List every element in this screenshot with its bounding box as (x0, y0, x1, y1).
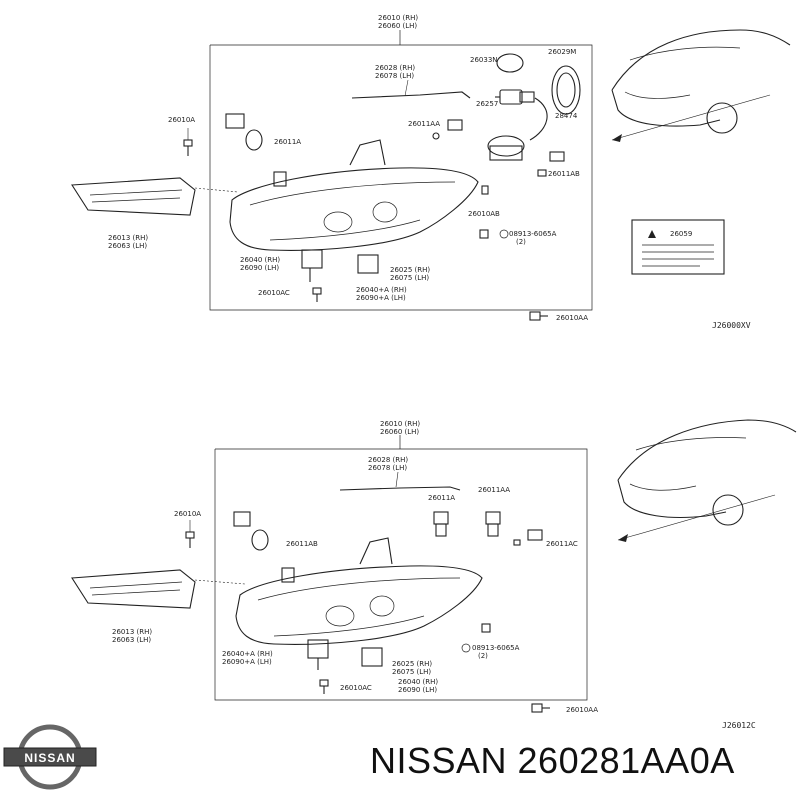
top-leader-marker (194, 187, 239, 193)
top-screw-26010a (183, 139, 193, 156)
top-car-sketch (611, 29, 791, 134)
bottom-bracket-26040 (361, 647, 383, 667)
top-label-26010aa: 26010AA (556, 314, 588, 322)
bottom-arrowhead (618, 534, 628, 542)
top-leader-26028 (404, 79, 409, 97)
bottom-side-marker-lamp (71, 569, 196, 609)
bottom-leader-marker (194, 579, 246, 585)
bottom-leader-26028 (395, 471, 399, 488)
bottom-diagram-code: J26012C (722, 721, 756, 730)
top-headlamp-housing (229, 139, 479, 251)
bottom-nut-08913 (461, 623, 491, 653)
top-diagram-code: J26000XV (712, 321, 751, 330)
part-number-title: NISSAN 260281AA0A (370, 740, 735, 781)
top-turn-bulb (225, 113, 263, 151)
top-label-26063-lh: 26063 (LH) (108, 242, 147, 250)
top-label-plate (631, 219, 725, 275)
top-dust-cover (551, 65, 581, 115)
top-bulb-wire (529, 97, 548, 141)
bottom-label-26011ab: 26011AB (286, 540, 318, 548)
top-label-26013-rh: 26013 (RH) (108, 234, 148, 242)
bottom-wire-strip (339, 486, 461, 491)
top-bracket-26040 (301, 249, 323, 282)
bottom-connector-26011ac (513, 529, 543, 546)
bottom-label-26028-rh: 26028 (RH) (368, 456, 408, 464)
top-frame (209, 44, 593, 311)
top-side-marker-lamp (71, 177, 196, 216)
top-arrowhead (612, 134, 622, 142)
bottom-label-26011a: 26011A (428, 494, 455, 502)
bottom-screw-26010ac (319, 679, 329, 694)
top-label-26078-lh: 26078 (LH) (375, 72, 414, 80)
top-label-26040-rh: 26040 (RH) (240, 256, 280, 264)
top-small-connector-ab (537, 151, 565, 177)
bottom-label-26010ac: 26010AC (340, 684, 372, 692)
bottom-frame (214, 448, 588, 701)
bottom-label-26090-lh: 26090 (LH) (398, 686, 437, 694)
bottom-label-26011aa: 26011AA (478, 486, 510, 494)
top-label-26011ab: 26011AB (548, 170, 580, 178)
top-label-26033n: 26033N (470, 56, 498, 64)
top-label-26059: 26059 (670, 230, 692, 238)
top-ballast-connector (487, 135, 525, 161)
bottom-pointer-arrow (617, 494, 776, 541)
top-nut-08913 (479, 229, 509, 239)
top-label-26090a-lh: 26090+A (LH) (356, 294, 406, 302)
bottom-label-26078-lh: 26078 (LH) (368, 464, 407, 472)
bottom-screw-26010a (185, 531, 195, 548)
nissan-logo: NISSAN (3, 724, 97, 790)
bottom-label-26060-lh: 26060 (LH) (380, 428, 419, 436)
top-label-26040a-rh: 26040+A (RH) (356, 286, 407, 294)
bottom-car-sketch (617, 419, 797, 526)
bottom-label-26011ac: 26011AC (546, 540, 578, 548)
top-label-26060-lh: 26060 (LH) (378, 22, 417, 30)
top-label-26010a: 26010A (168, 116, 195, 124)
bottom-turn-bulb (233, 511, 269, 551)
bottom-label-26010-rh: 26010 (RH) (380, 420, 420, 428)
top-label-26090-lh: 26090 (LH) (240, 264, 279, 272)
bottom-headlamp-housing (235, 537, 483, 645)
top-wire-strip (351, 91, 471, 99)
top-label-26025-rh: 26025 (RH) (390, 266, 430, 274)
top-label-26257: 26257 (476, 100, 498, 108)
bottom-label-26010aa: 26010AA (566, 706, 598, 714)
top-label-26029m: 26029M (548, 48, 576, 56)
bottom-bulb-26011a (433, 511, 449, 537)
top-label-nut-qty: (2) (516, 238, 526, 246)
bottom-label-26075-lh: 26075 (LH) (392, 668, 431, 676)
top-bracket-26040a (357, 254, 379, 274)
top-screw-26010aa (529, 311, 548, 321)
bottom-label-nut-08913: 08913-6065A (472, 644, 520, 652)
bottom-label-26010a: 26010A (174, 510, 201, 518)
top-label-26011aa: 26011AA (408, 120, 440, 128)
bottom-label-26040-rh: 26040 (RH) (398, 678, 438, 686)
top-label-26075-lh: 26075 (LH) (390, 274, 429, 282)
bottom-label-26025-rh: 26025 (RH) (392, 660, 432, 668)
bottom-label-nut-qty: (2) (478, 652, 488, 660)
bottom-label-26063-lh: 26063 (LH) (112, 636, 151, 644)
bottom-label-26013-rh: 26013 (RH) (112, 628, 152, 636)
top-o-ring (496, 53, 524, 73)
top-screw-26010ac (312, 287, 322, 302)
bottom-screw-26010aa (531, 703, 550, 713)
top-label-26010ac: 26010AC (258, 289, 290, 297)
bottom-bracket-26040a (307, 639, 329, 670)
top-pointer-arrow (611, 94, 771, 141)
top-label-26010-rh: 26010 (RH) (378, 14, 418, 22)
top-label-26028-rh: 26028 (RH) (375, 64, 415, 72)
top-label-nut-08913: 08913-6065A (509, 230, 557, 238)
top-clip-26010ab (481, 185, 489, 195)
bottom-diagram: 26010 (RH) 26060 (LH) 26028 (RH) 26078 (… (71, 419, 797, 730)
top-diagram: 26010 (RH) 26060 (LH) 26028 (RH) 26078 (… (71, 14, 791, 330)
nissan-logo-text: NISSAN (24, 751, 75, 765)
top-main-bulb (495, 89, 535, 105)
top-label-28474: 28474 (555, 112, 578, 120)
top-label-26011a: 26011A (274, 138, 301, 146)
top-label-26010ab: 26010AB (468, 210, 500, 218)
bottom-label-26090a-lh: 26090+A (LH) (222, 658, 272, 666)
bottom-bulb-26011aa (485, 511, 501, 537)
bottom-label-26040a-rh: 26040+A (RH) (222, 650, 273, 658)
top-bulb-26011aa (432, 119, 463, 140)
